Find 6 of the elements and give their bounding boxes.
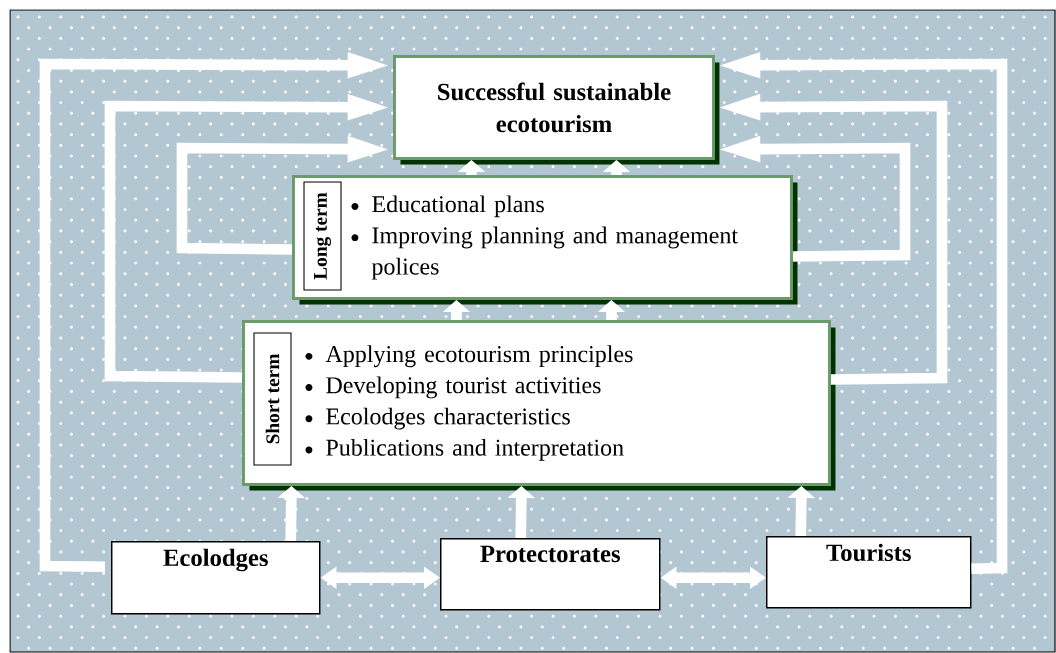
stakeholder-box: Ecolodges <box>111 541 321 615</box>
stakeholder-box: Protectorates <box>440 538 661 611</box>
outcome-box: Successful sustainable ecotourism <box>393 55 720 165</box>
vertical-label-box: Long term <box>303 181 342 291</box>
vertical-label-box: Short term <box>253 332 292 466</box>
stakeholder-box: Tourists <box>766 536 972 609</box>
